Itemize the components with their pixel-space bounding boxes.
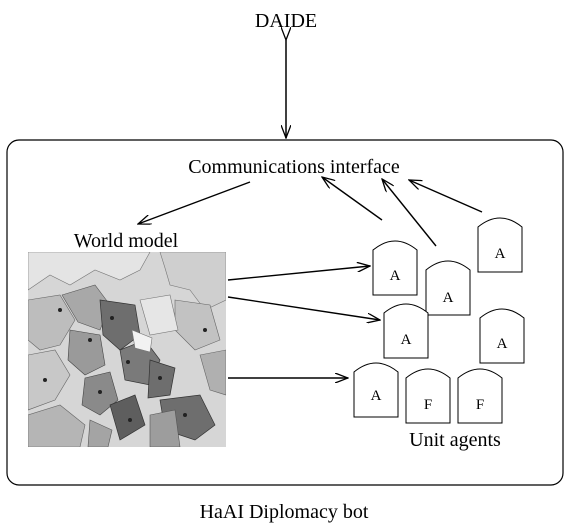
unit-agent-letter: A: [495, 246, 506, 262]
unit-agent: F: [405, 368, 451, 424]
unit-agent-letter: A: [497, 336, 508, 352]
unit-agent-letter: F: [424, 397, 432, 413]
world-model-label: World model: [74, 230, 179, 252]
unit-agent: A: [383, 303, 429, 359]
unit-agent-letter: A: [390, 268, 401, 284]
unit-agent-letter: A: [443, 290, 454, 306]
unit-to-interface-arrow-1: [322, 177, 383, 221]
unit-agent-letter: A: [401, 332, 412, 348]
bot-container: [6, 139, 564, 486]
world-map-image: [28, 252, 226, 447]
world-to-units-arrow-2: [227, 296, 380, 320]
unit-agent: A: [353, 362, 399, 418]
bot-caption: HaAI Diplomacy bot: [200, 501, 369, 523]
unit-agent-letter: A: [371, 388, 382, 404]
unit-agent: A: [425, 260, 471, 316]
interface-to-world-arrow: [138, 181, 251, 224]
world-to-units-arrow-1: [227, 266, 370, 281]
unit-to-interface-arrow-3: [409, 180, 483, 213]
unit-agent: A: [477, 217, 523, 273]
daide-label: DAIDE: [255, 10, 317, 32]
communications-interface-label: Communications interface: [188, 156, 400, 178]
unit-to-interface-arrow-2: [382, 179, 437, 247]
unit-agent-letter: F: [476, 397, 484, 413]
unit-agent: A: [479, 308, 525, 364]
unit-agents-label: Unit agents: [409, 429, 501, 451]
unit-agent: F: [457, 368, 503, 424]
unit-agent: A: [372, 240, 418, 296]
